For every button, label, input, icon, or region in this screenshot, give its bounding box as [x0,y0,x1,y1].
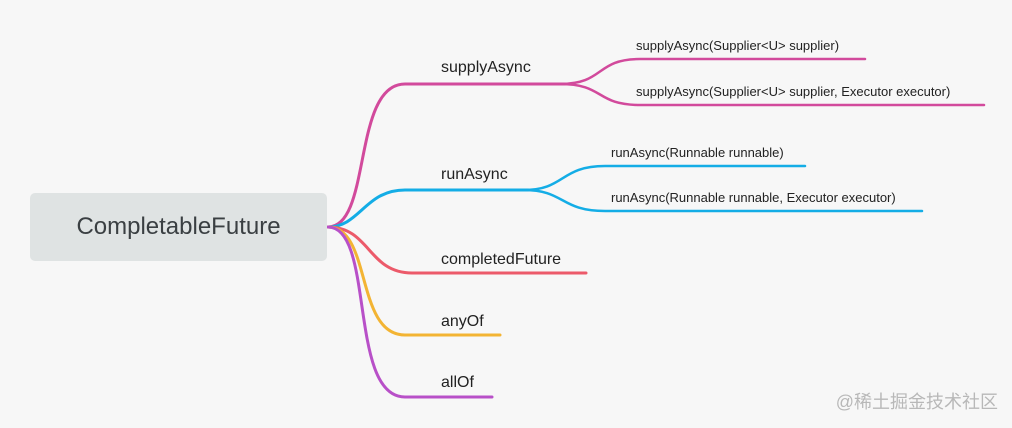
connector-supplyasync-child-2 [558,82,986,107]
connector-runasync-child-2 [522,188,924,213]
connector-runasync-child-1 [522,164,807,192]
connector-supplyasync-child-1 [558,57,867,86]
connector-allof [326,225,494,399]
connector-supplyasync [326,82,567,229]
node-runasync[interactable]: runAsync [441,166,508,183]
node-anyof[interactable]: anyOf [441,313,484,330]
connector-anyof [326,225,502,337]
node-supplyasync[interactable]: supplyAsync [441,59,531,76]
watermark: @稀土掘金技术社区 [835,392,998,412]
node-supplyasync-supplier-executor[interactable]: supplyAsync(Supplier<U> supplier, Execut… [636,84,951,99]
node-allof[interactable]: allOf [441,374,474,391]
connector-completedfuture [326,225,588,275]
node-supplyasync-supplier[interactable]: supplyAsync(Supplier<U> supplier) [636,38,840,53]
node-runasync-runnable[interactable]: runAsync(Runnable runnable) [611,145,784,160]
node-runasync-runnable-executor[interactable]: runAsync(Runnable runnable, Executor exe… [611,190,896,205]
node-completedfuture[interactable]: completedFuture [441,251,562,268]
connector-runasync [326,188,530,229]
root-node-label: CompletableFuture [76,213,281,240]
root-node[interactable]: CompletableFuture [30,193,327,261]
